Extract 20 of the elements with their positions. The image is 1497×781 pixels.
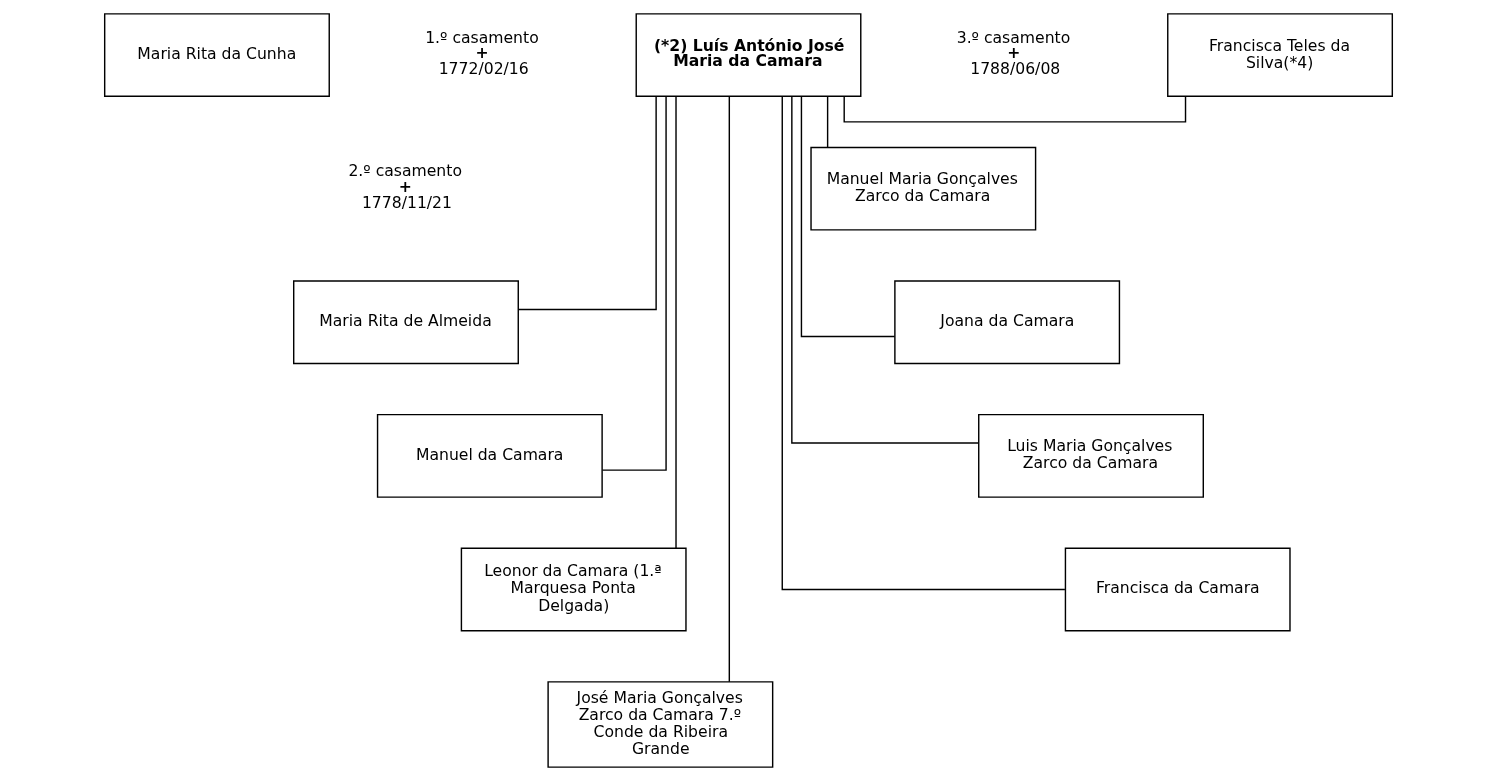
node-box: Francisca da Camara: [1064, 547, 1291, 632]
node-box: Manuel da Camara: [376, 413, 603, 498]
node-box: Joana da Camara: [894, 280, 1121, 365]
node-box: Leonor da Camara (1.ª Marquesa Ponta Delgada): [460, 547, 687, 632]
connector: [517, 95, 657, 311]
node-box: Francisca Teles da Silva(*4): [1167, 13, 1394, 97]
connector: [826, 95, 829, 148]
connector: [791, 95, 980, 444]
connector: [800, 95, 896, 338]
node-box: Manuel Maria Gonçalves Zarco da Camara: [810, 146, 1037, 231]
node-box: Maria Rita da Cunha: [103, 13, 330, 97]
node-box: José Maria Gonçalves Zarco da Camara 7.º Conde da Ribeira Grande: [547, 681, 774, 768]
connector: [728, 95, 730, 683]
connector: [675, 95, 677, 549]
node-box: Luis Maria Gonçalves Zarco da Camara: [978, 413, 1204, 498]
connector: [843, 95, 1187, 123]
node-box: (*2) Luís António José Maria da Camara: [635, 13, 862, 97]
connector: [601, 95, 667, 471]
connector: [781, 95, 1066, 591]
node-box: Maria Rita de Almeida: [293, 280, 519, 365]
